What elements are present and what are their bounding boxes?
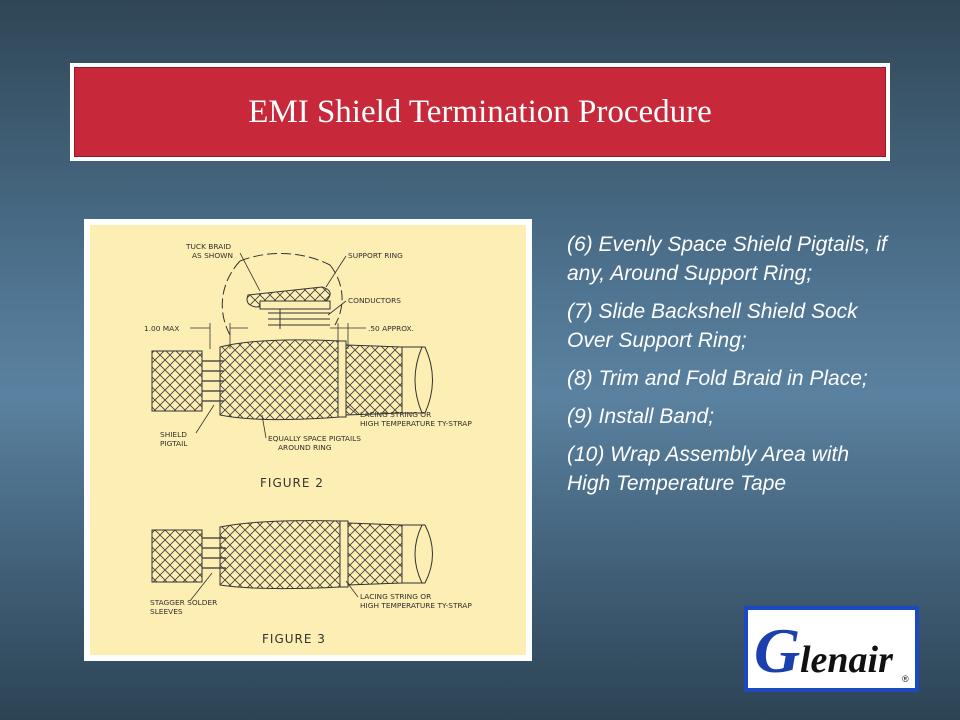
cable-end-curve bbox=[414, 524, 423, 584]
shield-sock bbox=[347, 522, 403, 586]
step-9: (9) Install Band; bbox=[567, 405, 715, 428]
title-banner: EMI Shield Termination Procedure bbox=[70, 63, 890, 161]
detail-circle-left bbox=[221, 260, 241, 336]
drawing-svg: TUCK BRAID AS SHOWN SUPPORT RING CONDUCT… bbox=[144, 242, 472, 646]
callout-shield: SHIELD bbox=[160, 430, 187, 439]
braid-shield bbox=[219, 520, 341, 590]
logo-svg: G lenair ® bbox=[754, 615, 909, 686]
step-7: (7) Slide Backshell Shield Sock Over Sup… bbox=[567, 300, 858, 352]
lacing-band bbox=[339, 520, 349, 588]
logo-registered: ® bbox=[902, 674, 909, 684]
leader-line bbox=[345, 580, 359, 598]
callout-lacing-b2: HIGH TEMPERATURE TY-STRAP bbox=[360, 601, 472, 610]
leader-line bbox=[325, 255, 347, 288]
lacing-band bbox=[337, 340, 347, 418]
title-band: EMI Shield Termination Procedure bbox=[74, 67, 886, 157]
callout-stagger: STAGGER SOLDER bbox=[150, 598, 217, 607]
callout-sleeves: SLEEVES bbox=[150, 607, 183, 616]
cable-jacket bbox=[151, 529, 203, 583]
callout-tuck-braid: TUCK BRAID bbox=[185, 242, 231, 251]
callout-tuck-braid-2: AS SHOWN bbox=[192, 251, 233, 260]
technical-drawing: TUCK BRAID AS SHOWN SUPPORT RING CONDUCT… bbox=[90, 225, 526, 655]
shield-sock bbox=[345, 344, 403, 416]
callout-pigtail: PIGTAIL bbox=[160, 439, 188, 448]
procedure-steps: (6) Evenly Space Shield Pigtails, if any… bbox=[567, 230, 897, 507]
step-10: (10) Wrap Assembly Area with High Temper… bbox=[567, 443, 850, 495]
leader-line bbox=[195, 404, 215, 434]
leader-line bbox=[345, 404, 359, 416]
glenair-logo: G lenair ® bbox=[744, 606, 919, 692]
callout-lacing-b: LACING STRING OR bbox=[360, 592, 431, 601]
logo-initial: G bbox=[754, 615, 800, 686]
slide-title: EMI Shield Termination Procedure bbox=[248, 93, 712, 130]
callout-support-ring: SUPPORT RING bbox=[348, 251, 403, 260]
figure-3-label: FIGURE 3 bbox=[262, 632, 326, 646]
callout-conductors: CONDUCTORS bbox=[348, 296, 401, 305]
detail-support-ring bbox=[259, 300, 331, 310]
figure-2-label: FIGURE 2 bbox=[260, 476, 324, 490]
leader-line bbox=[261, 414, 267, 439]
callout-equally-2: AROUND RING bbox=[278, 443, 332, 452]
callout-equally: EQUALLY SPACE PIGTAILS bbox=[268, 434, 361, 443]
cable-end bbox=[401, 346, 433, 414]
cable-end-curve bbox=[414, 346, 423, 414]
logo-wordmark: lenair bbox=[800, 639, 894, 681]
figure-frame: TUCK BRAID AS SHOWN SUPPORT RING CONDUCT… bbox=[84, 219, 532, 661]
dimension-max: 1.00 MAX bbox=[144, 324, 179, 333]
callout-lacing-2: HIGH TEMPERATURE TY-STRAP bbox=[360, 419, 472, 428]
leader-line bbox=[327, 300, 347, 316]
leader-line bbox=[239, 252, 261, 292]
detail-circle-top bbox=[239, 253, 331, 266]
step-6: (6) Evenly Space Shield Pigtails, if any… bbox=[567, 233, 887, 285]
cable-jacket bbox=[151, 350, 203, 412]
cable-end bbox=[401, 524, 433, 584]
braid-shield bbox=[219, 339, 341, 421]
dimension-approx: .50 APPROX. bbox=[368, 324, 414, 333]
step-8: (8) Trim and Fold Braid in Place; bbox=[567, 367, 868, 390]
callout-lacing: LACING STRING OR bbox=[360, 410, 431, 419]
detail-circle-right bbox=[329, 264, 343, 326]
leader-line bbox=[189, 572, 213, 602]
